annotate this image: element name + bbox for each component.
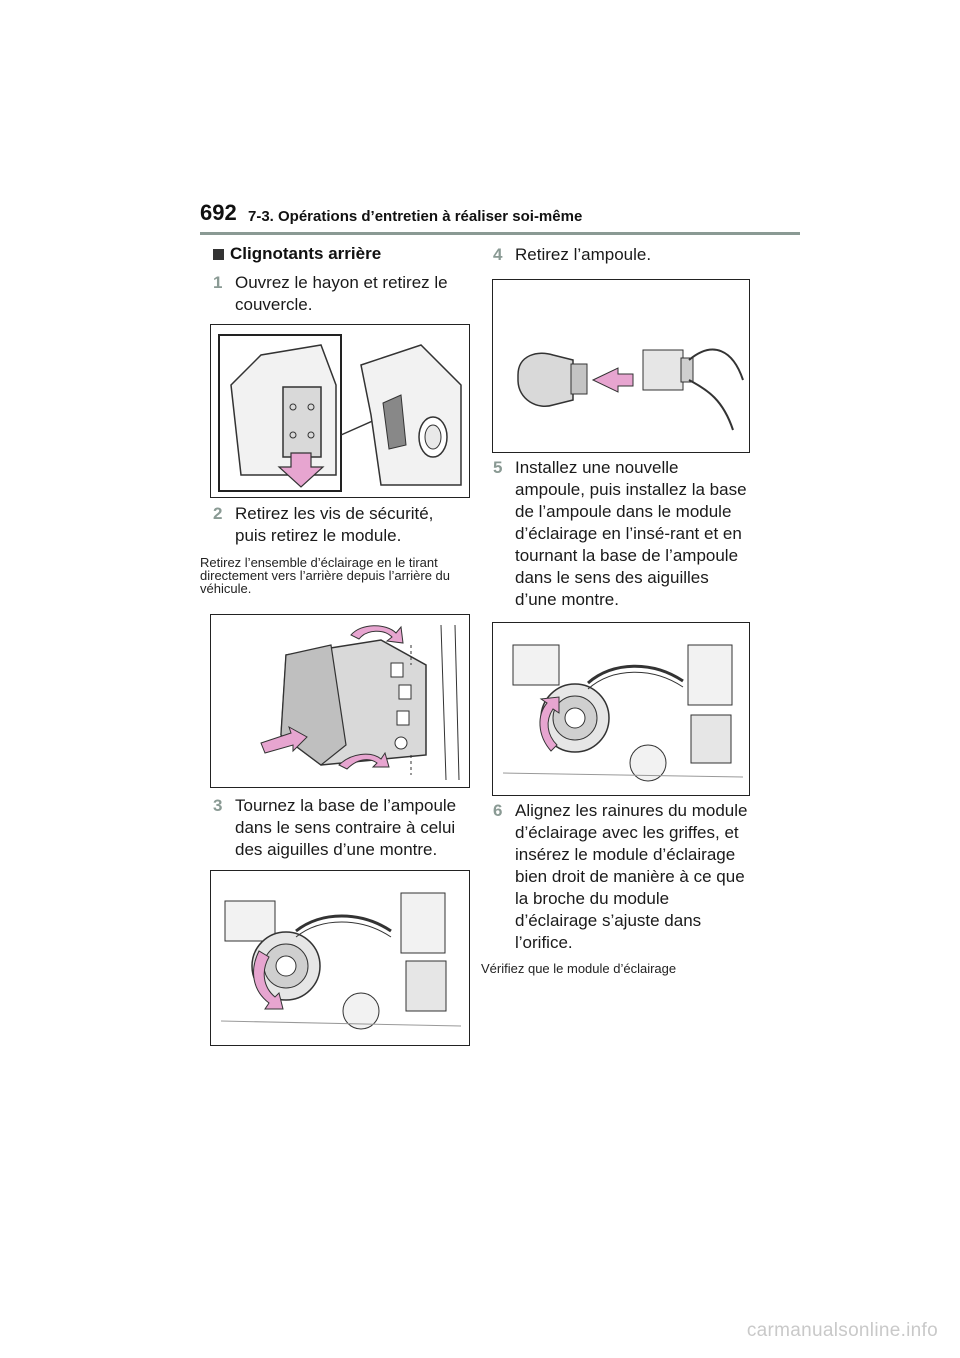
figure-bulb-counterclockwise xyxy=(210,870,470,1046)
step-number: 4 xyxy=(493,245,503,264)
module-removal-illustration xyxy=(260,624,460,781)
figure-cover-removal xyxy=(210,324,470,498)
square-bullet-icon xyxy=(213,248,224,260)
subheading: Clignotants arrière xyxy=(213,244,469,264)
step-1: 1 Ouvrez le hayon et retirez le couvercl… xyxy=(213,272,469,316)
step-3: 3 Tournez la base de l’ampoule dans le s… xyxy=(213,795,469,861)
left-column-top: Clignotants arrière 1 Ouvrez le hayon et… xyxy=(213,244,469,316)
step-6: 6 Alignez les rainures du module d’éclai… xyxy=(493,800,751,954)
bulb-base-clockwise-illustration xyxy=(502,644,744,782)
figure-module-removal xyxy=(210,614,470,788)
step-text: Retirez les vis de sécurité, puis retire… xyxy=(235,504,434,545)
right-note-block: Vérifiez que le module d’éclairage xyxy=(481,962,761,975)
step-4: 4 Retirez l’ampoule. xyxy=(493,244,751,266)
watermark: carmanualsonline.info xyxy=(746,1320,938,1341)
step-text: Alignez les rainures du module d’éclaira… xyxy=(515,801,748,952)
right-column-bottom: 6 Alignez les rainures du module d’éclai… xyxy=(493,800,751,954)
section-title: 7-3. Opérations d’entretien à réaliser s… xyxy=(248,208,583,225)
subheading-text: Clignotants arrière xyxy=(230,244,382,263)
step-text: Ouvrez le hayon et retirez le couvercle. xyxy=(235,273,448,314)
left-note-block: Retirez l’ensemble d’éclairage en le tir… xyxy=(200,556,470,595)
step-number: 2 xyxy=(213,504,223,523)
note-text: Vérifiez que le module d’éclairage xyxy=(481,961,677,976)
left-column-middle: 2 Retirez les vis de sécurité, puis reti… xyxy=(213,503,469,547)
bulb-base-counterclockwise-illustration xyxy=(220,892,462,1030)
step-5: 5 Installez une nouvelle ampoule, puis i… xyxy=(493,457,751,611)
step-text: Tournez la base de l’ampoule dans le sen… xyxy=(235,796,457,859)
right-column-middle: 5 Installez une nouvelle ampoule, puis i… xyxy=(493,457,751,611)
bulb-removal-illustration xyxy=(517,348,744,431)
figure-bulb-removal xyxy=(492,279,750,453)
left-column-bottom: 3 Tournez la base de l’ampoule dans le s… xyxy=(213,795,469,861)
step-number: 3 xyxy=(213,796,223,815)
step-2: 2 Retirez les vis de sécurité, puis reti… xyxy=(213,503,469,547)
header-divider xyxy=(200,232,800,235)
note-text: Retirez l’ensemble d’éclairage en le tir… xyxy=(200,555,450,596)
step-number: 1 xyxy=(213,273,223,292)
page-number: 692 xyxy=(200,200,237,225)
step-number: 6 xyxy=(493,801,503,820)
figure-bulb-clockwise xyxy=(492,622,750,796)
page-header: 692 7-3. Opérations d’entretien à réalis… xyxy=(200,200,800,236)
step-text: Installez une nouvelle ampoule, puis ins… xyxy=(515,458,747,609)
cover-removal-illustration xyxy=(218,334,462,492)
step-number: 5 xyxy=(493,458,503,477)
right-column-top: 4 Retirez l’ampoule. xyxy=(493,244,751,266)
step-text: Retirez l’ampoule. xyxy=(515,245,652,264)
